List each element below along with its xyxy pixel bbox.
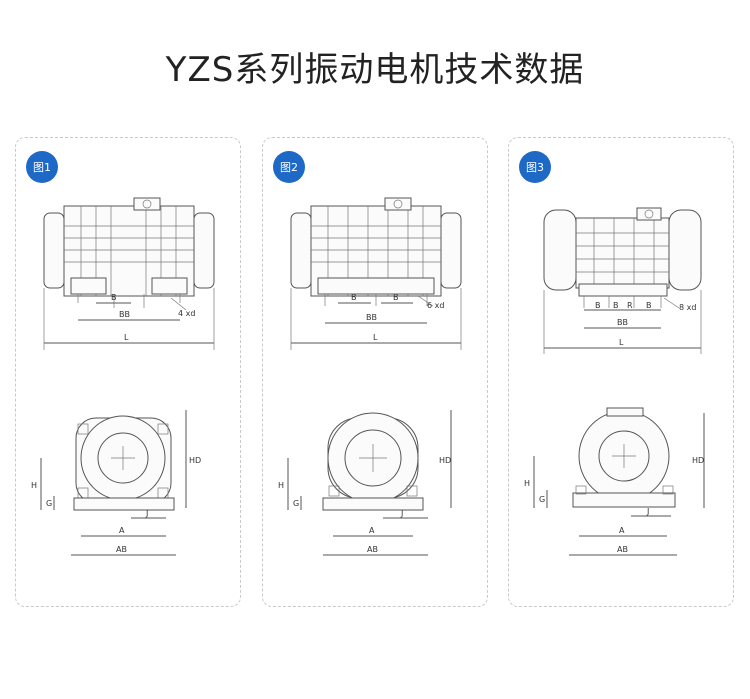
figure-2-badge: 图2 (273, 151, 305, 183)
dim-bb-label: BB (119, 310, 130, 319)
panel-figure-3: 图3 B B R B BB (508, 137, 734, 607)
dim-b2-label: B (613, 301, 619, 310)
dim-g-label: G (293, 499, 299, 508)
dim-hd-label: HD (439, 456, 451, 465)
side-view-motor (543, 207, 702, 308)
front-view-motor (572, 407, 676, 508)
dim-hd-label: HD (692, 456, 704, 465)
panel-figure-2: 图2 B B BB 6 xd (262, 137, 488, 607)
dim-bb-label: BB (366, 313, 377, 322)
dim-note-label: 6 xd (427, 301, 444, 310)
front-view-motor (73, 415, 175, 511)
panel-figure-1: 图1 B BB (15, 137, 241, 607)
dim-r-label: R (627, 301, 633, 310)
front-view-motor (322, 412, 424, 511)
dim-h-label: H (524, 479, 530, 488)
dim-ab-label: AB (367, 545, 378, 554)
dim-h-label: H (31, 481, 37, 490)
figure-1-badge: 图1 (26, 151, 58, 183)
dim-b2-label: B (393, 293, 399, 302)
dim-a-label: A (119, 526, 125, 535)
dim-j-label: J (400, 509, 403, 518)
figure-2-drawing: B B BB 6 xd L HD H G J A AB (278, 197, 462, 556)
dim-note-label: 4 xd (178, 309, 195, 318)
dim-a-label: A (619, 526, 625, 535)
dim-b1-label: B (351, 293, 357, 302)
dim-h-label: H (278, 481, 284, 490)
dim-hd-label: HD (189, 456, 201, 465)
side-view-motor (290, 197, 462, 306)
figure-3-badge: 图3 (519, 151, 551, 183)
dim-b3-label: B (646, 301, 652, 310)
figure-3-drawing: B B R B BB 8 xd L HD H G J (524, 207, 705, 556)
dim-bb-label: BB (617, 318, 628, 327)
dim-note-label: 8 xd (679, 303, 696, 312)
dim-b1-label: B (595, 301, 601, 310)
dim-ab-label: AB (116, 545, 127, 554)
dim-g-label: G (539, 495, 545, 504)
dim-j-label: J (145, 509, 148, 518)
dim-g-label: G (46, 499, 52, 508)
dim-ab-label: AB (617, 545, 628, 554)
dim-l-label: L (124, 333, 129, 342)
dim-j-label: J (646, 507, 649, 516)
dim-a-label: A (369, 526, 375, 535)
figure-1-drawing: B BB 4 xd L HD H G J A (31, 197, 215, 556)
page-title: YZS系列振动电机技术数据 (165, 50, 585, 90)
side-view-motor (43, 197, 215, 308)
dim-l-label: L (619, 338, 624, 347)
dim-l-label: L (373, 333, 378, 342)
dim-b-label: B (111, 293, 117, 302)
